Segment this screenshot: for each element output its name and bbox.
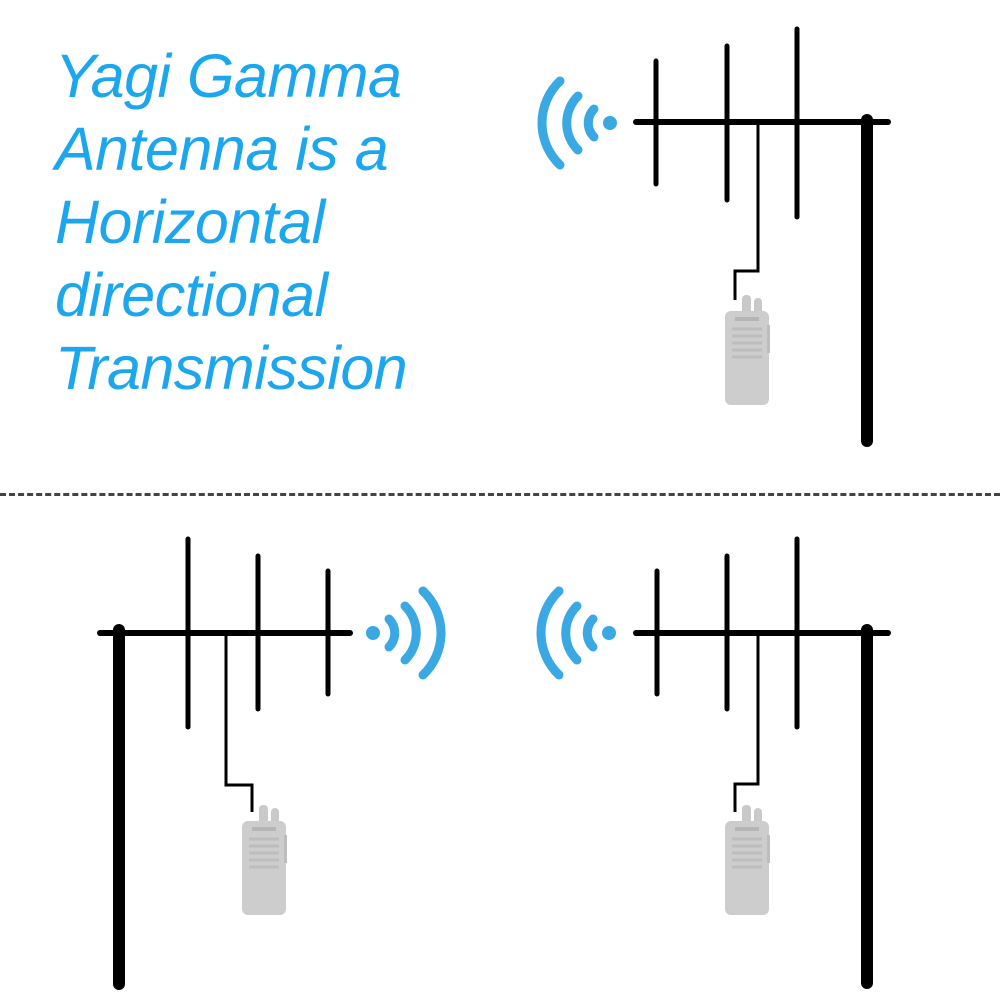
headline-line-4: directional	[55, 261, 328, 329]
headline-line-1: Yagi Gamma	[55, 42, 402, 110]
headline-line-5: Transmission	[55, 334, 408, 402]
feed-cable	[733, 633, 760, 812]
headline-line-3: Horizontal	[55, 188, 325, 256]
bottom-right-antenna-diagram	[541, 536, 891, 989]
feed-cable	[733, 122, 760, 300]
headline-text: Yagi Gamma Antenna is a Horizontal direc…	[55, 40, 495, 405]
dashed-divider	[0, 493, 1000, 496]
signal-waves-icon	[541, 591, 616, 675]
walkie-talkie-icon	[723, 293, 772, 407]
signal-waves-icon	[542, 81, 617, 165]
headline-line-2: Antenna is a	[55, 115, 389, 183]
feed-cable	[224, 633, 254, 812]
bottom-left-antenna-diagram	[97, 536, 441, 990]
signal-waves-icon	[366, 591, 441, 675]
walkie-talkie-icon	[240, 803, 289, 917]
walkie-talkie-icon	[723, 803, 772, 917]
top-antenna-diagram	[542, 26, 891, 447]
